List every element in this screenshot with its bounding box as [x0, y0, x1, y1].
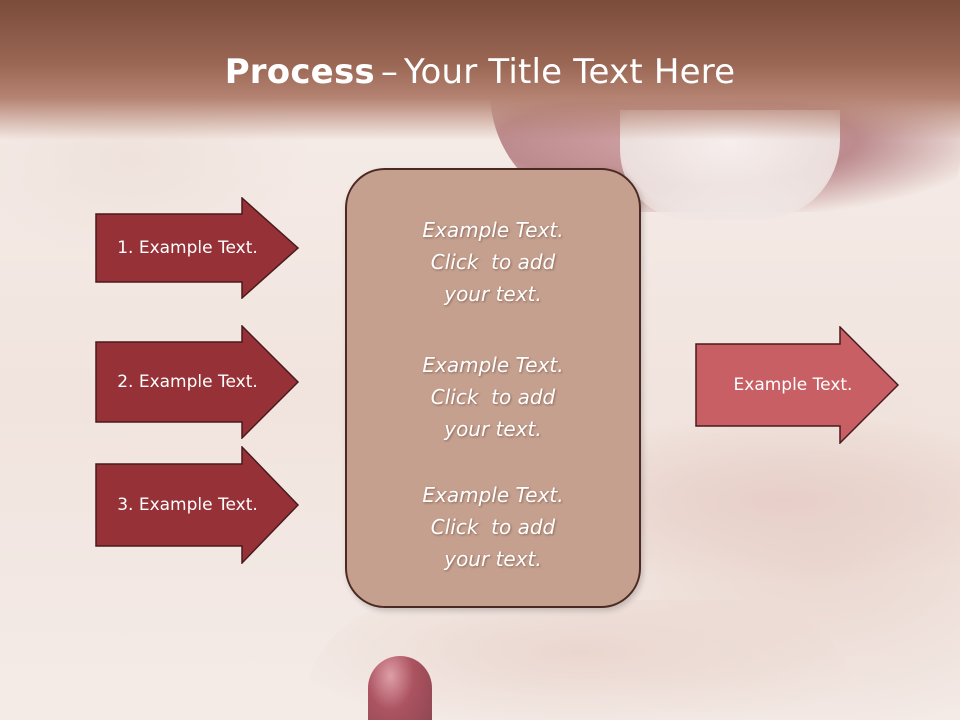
center-block-2: Example Text. Click to add your text. [347, 349, 639, 445]
center-block-1-line2: Click to add [430, 250, 556, 274]
center-block-1: Example Text. Click to add your text. [347, 214, 639, 310]
step-arrow-3-label: 3. Example Text. [117, 495, 258, 515]
result-arrow-shape [695, 326, 900, 444]
step-arrow-1[interactable]: 1. Example Text. [95, 197, 300, 299]
center-block-3: Example Text. Click to add your text. [347, 479, 639, 575]
center-block-1-line3: your text. [444, 282, 542, 306]
step-arrow-2-label: 2. Example Text. [117, 372, 258, 392]
step-arrow-2[interactable]: 2. Example Text. [95, 325, 300, 439]
center-block-3-line1: Example Text. [422, 483, 564, 507]
result-arrow[interactable]: Example Text. [695, 326, 900, 444]
arrow-shape-3 [95, 446, 300, 564]
center-block-2-line1: Example Text. [422, 353, 564, 377]
center-block-2-line2: Click to add [430, 385, 556, 409]
center-block-1-line1: Example Text. [422, 218, 564, 242]
arrow-shape-2 [95, 325, 300, 439]
result-arrow-label: Example Text. [733, 375, 853, 395]
title-bold: Process [224, 52, 375, 92]
center-block-3-line3: your text. [444, 547, 542, 571]
center-block-3-line2: Click to add [430, 515, 556, 539]
title-dash: – [380, 52, 399, 92]
center-block-2-line3: your text. [444, 417, 542, 441]
title-banner [0, 0, 960, 140]
title-rest: Your Title Text Here [404, 52, 736, 92]
slide-title[interactable]: Process–Your Title Text Here [0, 52, 960, 92]
step-arrow-1-label: 1. Example Text. [117, 238, 258, 258]
fingernail-image [368, 656, 432, 720]
center-text-box[interactable]: Example Text. Click to add your text. Ex… [345, 168, 641, 608]
arrow-shape-1 [95, 197, 300, 299]
step-arrow-3[interactable]: 3. Example Text. [95, 446, 300, 564]
